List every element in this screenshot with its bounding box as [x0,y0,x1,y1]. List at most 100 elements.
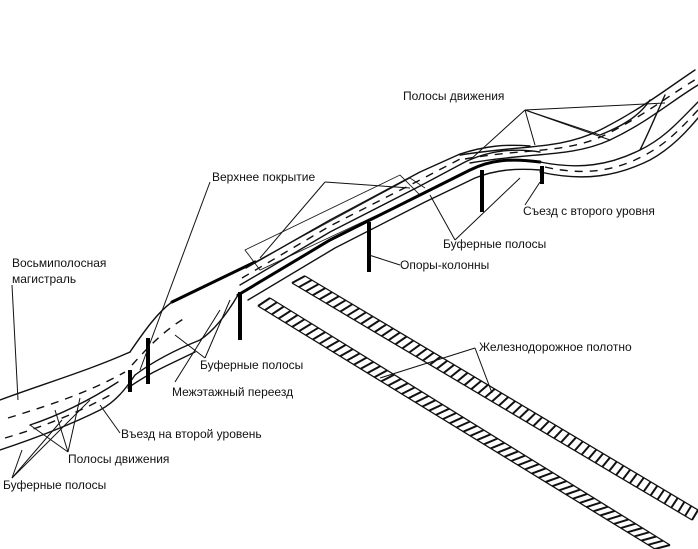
leader-line [524,109,536,146]
leader-line [204,299,231,359]
railway-tie [435,407,450,416]
railway-tie [298,279,313,288]
railway-tie [284,314,299,324]
railway-tie [325,295,340,305]
ramp-edge [127,351,196,389]
cover-edge [170,260,257,304]
railway-tie [394,335,408,346]
railway-tie [360,361,374,370]
railway-tie [449,416,464,425]
leader-line [11,284,19,401]
railway-tie [677,501,686,513]
railway-tie [332,343,347,353]
railway-tie [381,327,394,337]
ramp-lane-marking [131,317,186,366]
railway-tie [346,307,360,317]
railway-tie [401,339,414,350]
railway-tie [484,388,496,399]
railway-tie [414,395,430,404]
railway-tracks [257,275,698,549]
railway-tie [353,356,368,366]
lane-marking [7,371,126,419]
railway-tie [635,477,645,488]
railway-tie [629,473,638,484]
entry-ramp [127,294,239,389]
label-buffer-lanes-middle: Буферные полосы [200,358,304,372]
railway-tie [546,424,557,435]
label-top-cover: Верхнее покрытие [212,170,316,184]
railway-tie [462,424,478,433]
railway-tie [312,331,326,341]
railway-tie [586,501,602,509]
railway-tie [510,454,526,462]
railway-tie [641,535,657,542]
railway-tie [642,481,652,492]
railway-tie [469,429,485,437]
label-buffer-lanes-right: Буферные полосы [443,237,547,251]
railway-tie [531,467,547,475]
railway-tie [339,348,354,358]
railway-tie [608,460,618,472]
railway-tie [264,301,278,312]
leader-line [474,347,493,394]
railway-tie [684,505,693,517]
upper-road-edge [459,69,696,156]
railway-tie [551,480,567,488]
leader-lines [11,102,666,479]
leader-line [379,347,476,379]
railway-tie [373,369,388,379]
railway-tie [491,392,503,403]
deck-lane-marking [241,157,463,279]
railway-tie [525,412,537,423]
railway-tie [298,322,312,332]
leader-line [174,309,221,383]
railway-tie [291,318,306,328]
railway-tie [572,492,588,500]
label-lanes-top: Полосы движения [403,89,505,103]
railway-tie [367,365,381,374]
ground-highway [0,351,136,451]
label-interfloor-crossing: Межэтажный переезд [172,385,294,399]
railway-tie [312,287,326,297]
label-highway-line1: Восьмиполосная [12,256,107,270]
railway-tie [587,448,598,460]
railway-tie [505,400,516,411]
deck-edge [236,158,542,297]
label-highway-line2: магистраль [12,272,77,286]
railway-tie [401,386,416,395]
railway-tie [579,497,595,504]
leader-line [324,181,411,189]
leader-line [11,399,91,479]
railway-tie [594,452,604,464]
railway-tie [654,544,671,549]
railway-tie [367,319,381,329]
leader-line [54,409,69,453]
railway-tie [574,440,584,452]
railway-tie [305,283,320,293]
leader-line [524,181,541,206]
railway-tie [325,339,340,349]
railway-tie [524,463,540,471]
railway-tie [408,343,421,354]
railway-tie [670,497,679,509]
railway-tie [415,347,428,358]
leader-line [139,181,211,371]
label-entry-second-level: Въезд на второй уровень [121,427,262,441]
railway-tie [456,420,471,429]
leader-line [29,424,69,453]
support-columns [128,166,544,392]
railway-ties [257,297,671,549]
railway-tie [532,416,543,427]
railway-tie [634,531,650,538]
railway-tie [346,352,361,362]
railway-tie [360,315,374,325]
cover-panel [244,174,421,271]
railway-tie [319,335,333,345]
railway-tie [380,373,395,383]
elevated-deck [236,144,542,301]
label-exit-second-level: Съезд с второго уровня [523,204,655,218]
railway-tie [560,432,571,444]
leader-line [11,419,63,479]
